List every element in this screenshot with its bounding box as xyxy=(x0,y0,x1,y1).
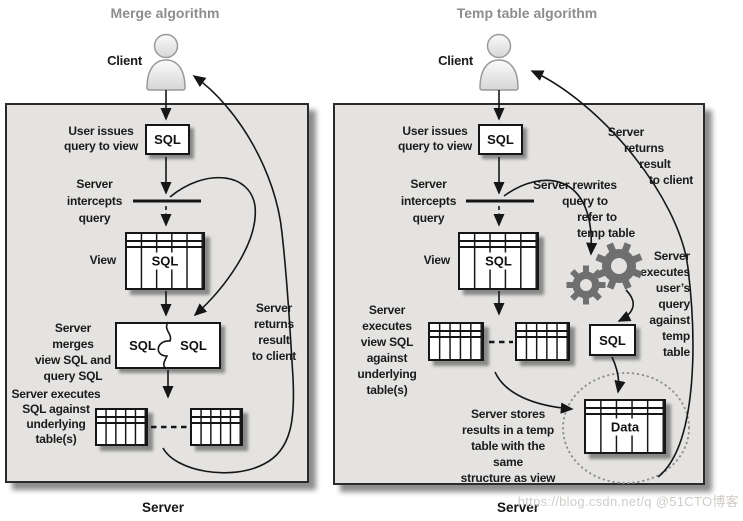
view-table: SQL xyxy=(125,232,205,290)
table-columns xyxy=(97,410,146,444)
underlying-table xyxy=(515,322,570,361)
server-caption: Server xyxy=(141,500,185,515)
client-icon xyxy=(146,33,186,91)
view-sql-label: SQL xyxy=(146,252,184,270)
server-returns-line: returns xyxy=(624,141,664,155)
data-label: Data xyxy=(605,418,645,435)
client-icon xyxy=(479,33,519,91)
view-sql-piece: SQL xyxy=(129,338,156,353)
server-merges-label: Server merges view SQL and query SQL xyxy=(34,321,112,383)
server-rewrites-line: refer to xyxy=(577,210,617,224)
client-label: Client xyxy=(107,53,142,68)
server-returns-line: to client xyxy=(648,173,694,187)
watermark: https://blog.csdn.net/q @51CTO博客 xyxy=(517,494,739,509)
query-sql-box: SQL xyxy=(478,124,523,155)
table-header xyxy=(517,330,568,338)
user-issues-label: User issues query to view xyxy=(63,124,139,153)
underlying-table xyxy=(95,408,148,446)
table-header xyxy=(460,240,537,248)
view-table: SQL xyxy=(458,232,539,290)
view-label: View xyxy=(423,253,451,267)
underlying-table xyxy=(190,408,243,446)
server-returns-label: Server returns result to client xyxy=(251,301,297,363)
server-returns-line: Server xyxy=(607,125,645,139)
temp-data-table: Data xyxy=(584,399,666,454)
rewritten-sql-box: SQL xyxy=(589,324,636,356)
merged-sql-box: SQL SQL xyxy=(115,322,221,369)
query-sql-piece: SQL xyxy=(180,338,207,353)
table-header xyxy=(192,416,241,424)
server-returns-line: result xyxy=(639,157,671,171)
view-label: View xyxy=(89,253,117,267)
view-sql-label: SQL xyxy=(480,252,517,270)
table-columns xyxy=(430,324,482,359)
table-header xyxy=(127,240,203,248)
server-stores-label: Server stores results in a temp table wi… xyxy=(460,407,556,485)
server-rewrites-line: Server rewrites xyxy=(533,178,617,192)
server-rewrites-line: temp table xyxy=(576,226,635,240)
server-caption: Server xyxy=(496,500,540,515)
server-executes-user-label: Server executes user’s query against tem… xyxy=(640,249,690,359)
table-header xyxy=(430,330,482,338)
merge-algorithm-title: Merge algorithm xyxy=(110,5,220,21)
temp-table-algorithm-title: Temp table algorithm xyxy=(456,5,598,21)
table-header xyxy=(586,407,664,415)
server-intercepts-label: Server intercepts query xyxy=(66,177,123,225)
server-rewrites-line: query to xyxy=(562,194,608,208)
client-label: Client xyxy=(438,53,473,68)
server-executes-view-label: Server executes view SQL against underly… xyxy=(357,303,417,397)
server-executes-label: Server executes SQL against underlying t… xyxy=(11,387,101,446)
underlying-table xyxy=(428,322,484,361)
query-sql-box: SQL xyxy=(145,124,190,155)
server-intercepts-label: Server intercepts query xyxy=(400,177,457,225)
table-header xyxy=(97,416,146,424)
user-issues-label: User issues query to view xyxy=(397,124,473,153)
